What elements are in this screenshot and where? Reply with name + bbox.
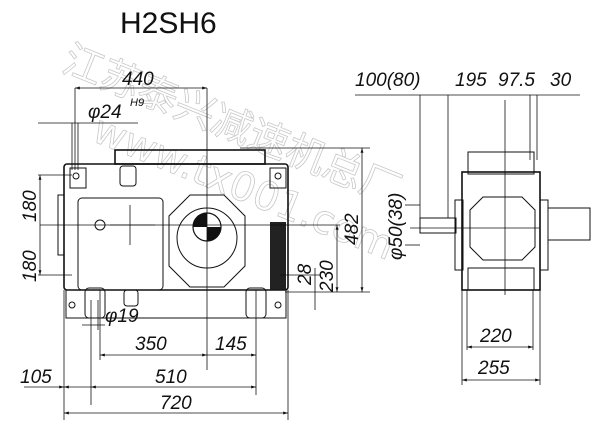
base-rail (65, 289, 287, 319)
side-flange-right (539, 199, 549, 271)
foot-boss (123, 289, 139, 307)
dim-230: 230 (317, 260, 338, 293)
input-shaft (419, 217, 457, 234)
lifting-lug (119, 165, 137, 187)
dim-30: 30 (550, 70, 572, 91)
output-shaft-side (547, 207, 591, 241)
front-view (40, 88, 340, 370)
output-flange-octagon (168, 194, 246, 288)
bolt-hole (274, 172, 282, 180)
dim-350: 350 (135, 334, 167, 355)
dim-phi24-tolerance: H9 (130, 97, 144, 109)
shaft-quadrant (193, 213, 207, 227)
shaft-quadrant (207, 227, 221, 241)
bolt-hole (68, 301, 76, 309)
side-octagon (469, 196, 536, 261)
model-title: H2SH6 (120, 7, 217, 40)
dim-180-bottom: 180 (20, 250, 41, 282)
dim-100-80: 100(80) (355, 70, 421, 91)
dim-720: 720 (160, 393, 192, 414)
dim-510: 510 (155, 367, 187, 388)
foot-boss (84, 287, 106, 319)
side-top-cover (467, 151, 535, 175)
side-base (467, 267, 535, 291)
dim-105: 105 (20, 367, 52, 388)
dim-phi24: φ24 (88, 102, 122, 123)
dim-phi50-38: φ50(38) (386, 193, 407, 260)
dim-255: 255 (477, 358, 510, 379)
side-flange-left (454, 199, 464, 271)
dim-145: 145 (215, 334, 247, 355)
dim-482: 482 (342, 213, 363, 245)
dim-phi19: φ19 (105, 306, 139, 327)
side-view (410, 100, 591, 295)
dim-28: 28 (295, 263, 316, 286)
front-dimensions: 440 φ24 H9 180 180 482 230 28 φ19 350 14… (20, 69, 370, 420)
dim-440: 440 (122, 69, 154, 90)
bolt-hole (72, 172, 80, 180)
dim-195: 195 (455, 70, 487, 91)
bolt-pad-top-right (269, 167, 287, 189)
inspection-panel (77, 197, 164, 291)
name-plate (270, 222, 286, 290)
bolt-hole (274, 301, 282, 309)
dim-97-5: 97.5 (498, 70, 535, 91)
dim-180-top: 180 (20, 190, 41, 222)
side-housing (461, 171, 541, 291)
side-dimensions: 100(80) 195 97.5 30 φ50(38) 220 255 (355, 70, 580, 385)
dim-220: 220 (479, 326, 512, 347)
